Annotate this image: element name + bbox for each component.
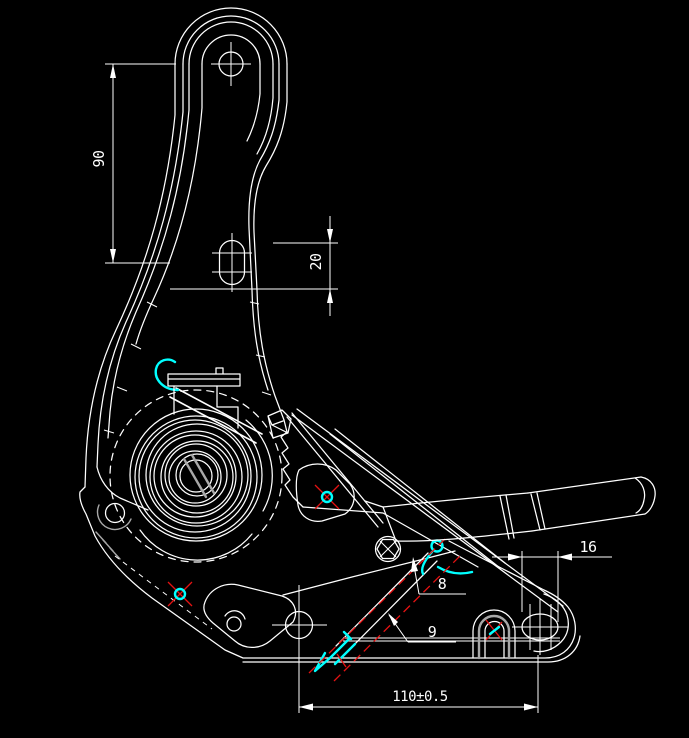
link-bars (286, 408, 564, 613)
callout-9: 9 (388, 613, 456, 643)
dimension-110: 110±0.5 (298, 640, 539, 713)
dim-text-90: 90 (90, 150, 108, 168)
dimension-90: 90 (90, 63, 176, 264)
dim-text-16: 16 (579, 538, 597, 556)
callout-text-9: 9 (428, 623, 437, 641)
rod-centerline-2 (333, 555, 461, 682)
dim-text-110: 110±0.5 (392, 689, 448, 705)
slot-hole (212, 233, 252, 292)
dimension-20: 20 (252, 216, 338, 316)
callout-8: 8 (411, 557, 466, 595)
spring-housing-dashed-circle (109, 389, 283, 563)
lower-spring-hook-highlight (313, 630, 357, 673)
release-handle (364, 476, 656, 542)
dimension-16: 16 (492, 538, 612, 622)
spiral-spring (109, 358, 283, 563)
callout-text-8: 8 (438, 575, 447, 593)
spring-anchor-tab (167, 367, 241, 429)
seatback-bracket-arm (84, 7, 338, 508)
dim-text-20: 20 (307, 253, 325, 271)
pawl-plate (203, 583, 297, 648)
hex-bolt (374, 535, 402, 563)
arch-slot (472, 609, 516, 660)
left-ear-hole (104, 502, 126, 524)
oval-hole (512, 599, 568, 655)
rod-centerline-1 (308, 535, 449, 674)
spring-outer-hook-highlight (154, 358, 180, 392)
pivot-mark-cam (314, 484, 340, 510)
pivot-mark-left (167, 581, 193, 607)
spring-center-slot (182, 453, 216, 499)
